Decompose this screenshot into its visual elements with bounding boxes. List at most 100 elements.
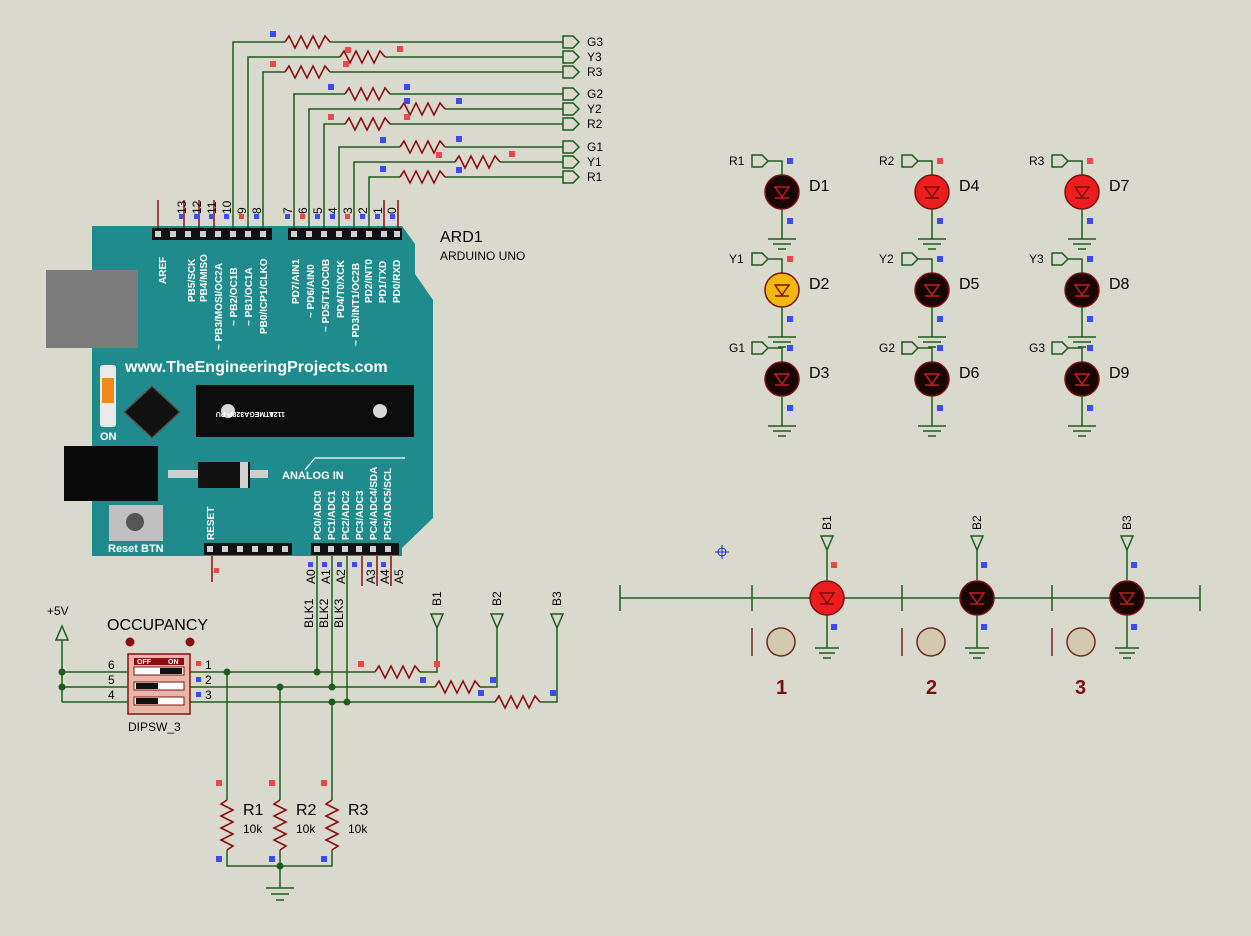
supply-arrow: [54, 624, 70, 641]
output-terminals[interactable]: [562, 35, 581, 184]
crosshair-icon: [715, 545, 729, 559]
term-g3: G3: [587, 35, 603, 49]
b1-left: B1: [430, 591, 444, 606]
pin-num-5: 5: [311, 207, 325, 214]
pin-num-11: 11: [205, 201, 219, 214]
arduino-board[interactable]: ON Reset BTN ATMEGA328P-PU 1121 www.TheE…: [46, 226, 433, 556]
pin-a4: A4: [378, 569, 392, 584]
pin-name-5: ~ PD5/T1/OC0B: [321, 259, 332, 332]
dip-pin-3: 3: [205, 688, 212, 702]
led-net-label: G2: [879, 341, 895, 355]
pin-name-9: ~ PB1/OC1A: [244, 267, 255, 326]
pin-name-4: PD4/T0/XCK: [336, 259, 347, 318]
pin-stubs-top: [157, 200, 399, 228]
led-net-label: G1: [729, 341, 745, 355]
b3-left: B3: [550, 591, 564, 606]
chip-text: ATMEGA328P-PU: [216, 410, 274, 417]
power-jack: [64, 446, 158, 501]
term-y2: Y2: [587, 102, 602, 116]
analog-name-a3: PC3/ADC3: [355, 490, 366, 540]
led-ref-label: D5: [959, 276, 980, 293]
block-led-1[interactable]: B1: [751, 515, 845, 659]
block-terminals[interactable]: [429, 613, 565, 630]
dip-markers: [196, 661, 201, 697]
dip-switch[interactable]: [127, 653, 191, 715]
term-r1: R1: [587, 170, 603, 184]
led-net-label: R3: [1029, 154, 1045, 168]
reset-btn-label: Reset BTN: [108, 543, 164, 555]
block-led-2[interactable]: B2: [901, 515, 995, 659]
dip-off-label: OFF: [137, 659, 152, 666]
block-3-label: 3: [1075, 677, 1086, 699]
aref-label: AREF: [158, 257, 169, 284]
block-led-net: B2: [970, 515, 984, 530]
occupancy-title: OCCUPANCY: [107, 617, 208, 634]
pin-a5: A5: [392, 569, 406, 584]
sensor-pad[interactable]: [766, 627, 796, 657]
analog-name-a4: PC4/ADC4/SDA: [369, 467, 380, 540]
pin-name-0: PD0/RXD: [392, 260, 403, 303]
b2-left: B2: [490, 591, 504, 606]
pulldown-resistors: [219, 799, 340, 851]
led-net-label: Y2: [879, 252, 894, 266]
term-r2: R2: [587, 117, 603, 131]
header-digital-low: [288, 228, 402, 240]
sensor-pad[interactable]: [916, 627, 946, 657]
switch-wires: [61, 628, 558, 888]
pin-num-0: 0: [385, 207, 399, 214]
block-led-net: B1: [820, 515, 834, 530]
reset-marker: [214, 568, 219, 573]
term-y3: Y3: [587, 50, 602, 64]
block-led-net: B3: [1120, 515, 1134, 530]
led-ref-label: D8: [1109, 276, 1130, 293]
term-r3: R3: [587, 65, 603, 79]
pin-a0: A0: [304, 569, 318, 584]
pin-num-3: 3: [341, 207, 355, 214]
pin-num-1: 1: [371, 207, 385, 214]
wire-junctions: [58, 668, 351, 870]
header-power: [204, 543, 292, 555]
pin-name-7: PD7/AIN1: [291, 259, 302, 304]
pin-num-2: 2: [356, 207, 370, 214]
sensor-pad[interactable]: [1066, 627, 1096, 657]
analog-name-a2: PC2/ADC2: [341, 490, 352, 540]
arduino-model: ARDUINO UNO: [440, 249, 525, 263]
on-label: ON: [100, 431, 117, 443]
pin-name-6: ~ PD6/AIN0: [306, 264, 317, 318]
led-net-label: G3: [1029, 341, 1045, 355]
term-g2: G2: [587, 87, 603, 101]
led-ref-label: D9: [1109, 365, 1130, 382]
output-resistor-markers: [270, 31, 515, 173]
led-net-label: Y3: [1029, 252, 1044, 266]
pin-num-6: 6: [296, 207, 310, 214]
output-terminal-labels: G3 Y3 R3 G2 Y2 R2 G1 Y1 R1: [587, 35, 603, 184]
dip-pin-1: 1: [205, 658, 212, 672]
output-resistors: [284, 34, 501, 185]
analog-name-a0: PC0/ADC0: [313, 490, 324, 540]
block-led-3[interactable]: B3: [1051, 515, 1145, 659]
ground-icon: [266, 887, 294, 901]
pin-a3: A3: [364, 569, 378, 584]
supply-label: +5V: [47, 604, 69, 618]
pin-name-1: PD1/TXD: [378, 261, 389, 303]
r1-ref: R1: [243, 802, 264, 819]
pin-name-13: PB5/SCK: [187, 258, 198, 302]
website-text: www.TheEngineeringProjects.com: [124, 359, 388, 376]
pin-a2: A2: [334, 569, 348, 584]
led-ref-label: D7: [1109, 178, 1130, 195]
term-y1: Y1: [587, 155, 602, 169]
pin-a1: A1: [319, 569, 333, 584]
output-wires: [232, 41, 563, 200]
led-ref-label: D3: [809, 365, 830, 382]
dip-pin-numbers: 6 5 4 1 2 3: [108, 658, 212, 702]
